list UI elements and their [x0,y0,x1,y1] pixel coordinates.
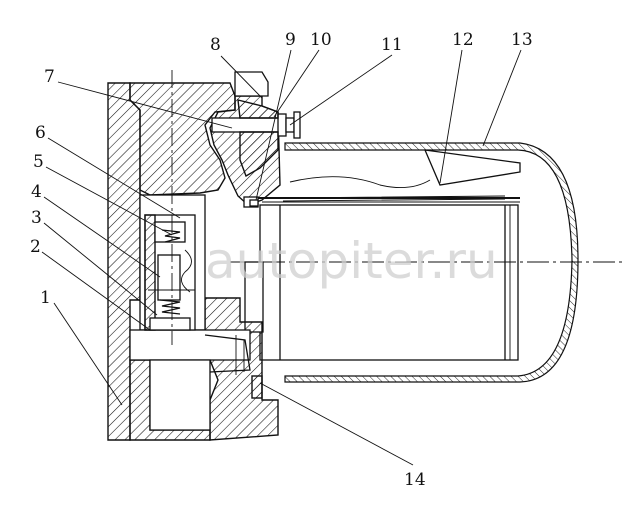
callout-8: 8 [210,35,221,55]
callout-7: 7 [44,67,55,87]
callout-labels: 1 2 3 4 5 6 7 8 9 10 11 12 13 14 [30,30,533,490]
center-lines [171,70,625,345]
spring-wedge [289,149,521,189]
callout-5: 5 [33,152,44,172]
callout-3: 3 [31,208,42,228]
mounting-bolt-group [211,71,301,208]
callout-6: 6 [35,123,46,143]
callout-9: 9 [285,30,296,50]
callout-1: 1 [40,288,51,308]
callout-13: 13 [511,30,533,50]
canister-shell [284,142,579,383]
callout-4: 4 [31,182,42,202]
callout-10: 10 [310,30,332,50]
callout-14: 14 [404,470,426,490]
callout-2: 2 [30,237,41,257]
leader-lines [41,49,522,466]
filter-element [244,195,520,361]
bottom-seal [251,375,263,399]
relief-valve [144,214,196,331]
callout-11: 11 [381,35,403,55]
callout-12: 12 [452,30,474,50]
watermark-text: autopiter.ru [205,232,498,290]
